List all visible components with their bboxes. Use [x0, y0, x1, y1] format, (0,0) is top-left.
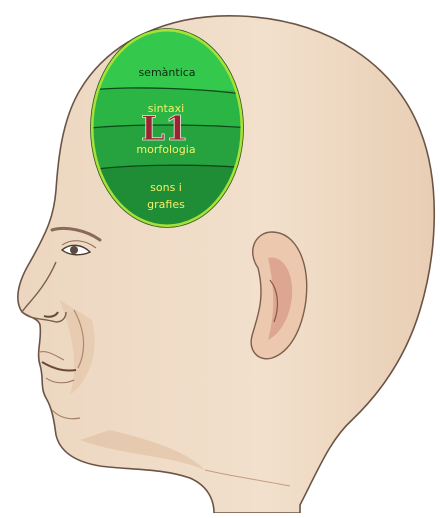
label-grafies: grafies — [147, 198, 185, 211]
label-semantica: semàntica — [138, 66, 195, 79]
label-morfologia: morfologia — [136, 143, 195, 156]
label-sons-i: sons i — [150, 181, 182, 194]
eye-iris — [70, 246, 78, 254]
